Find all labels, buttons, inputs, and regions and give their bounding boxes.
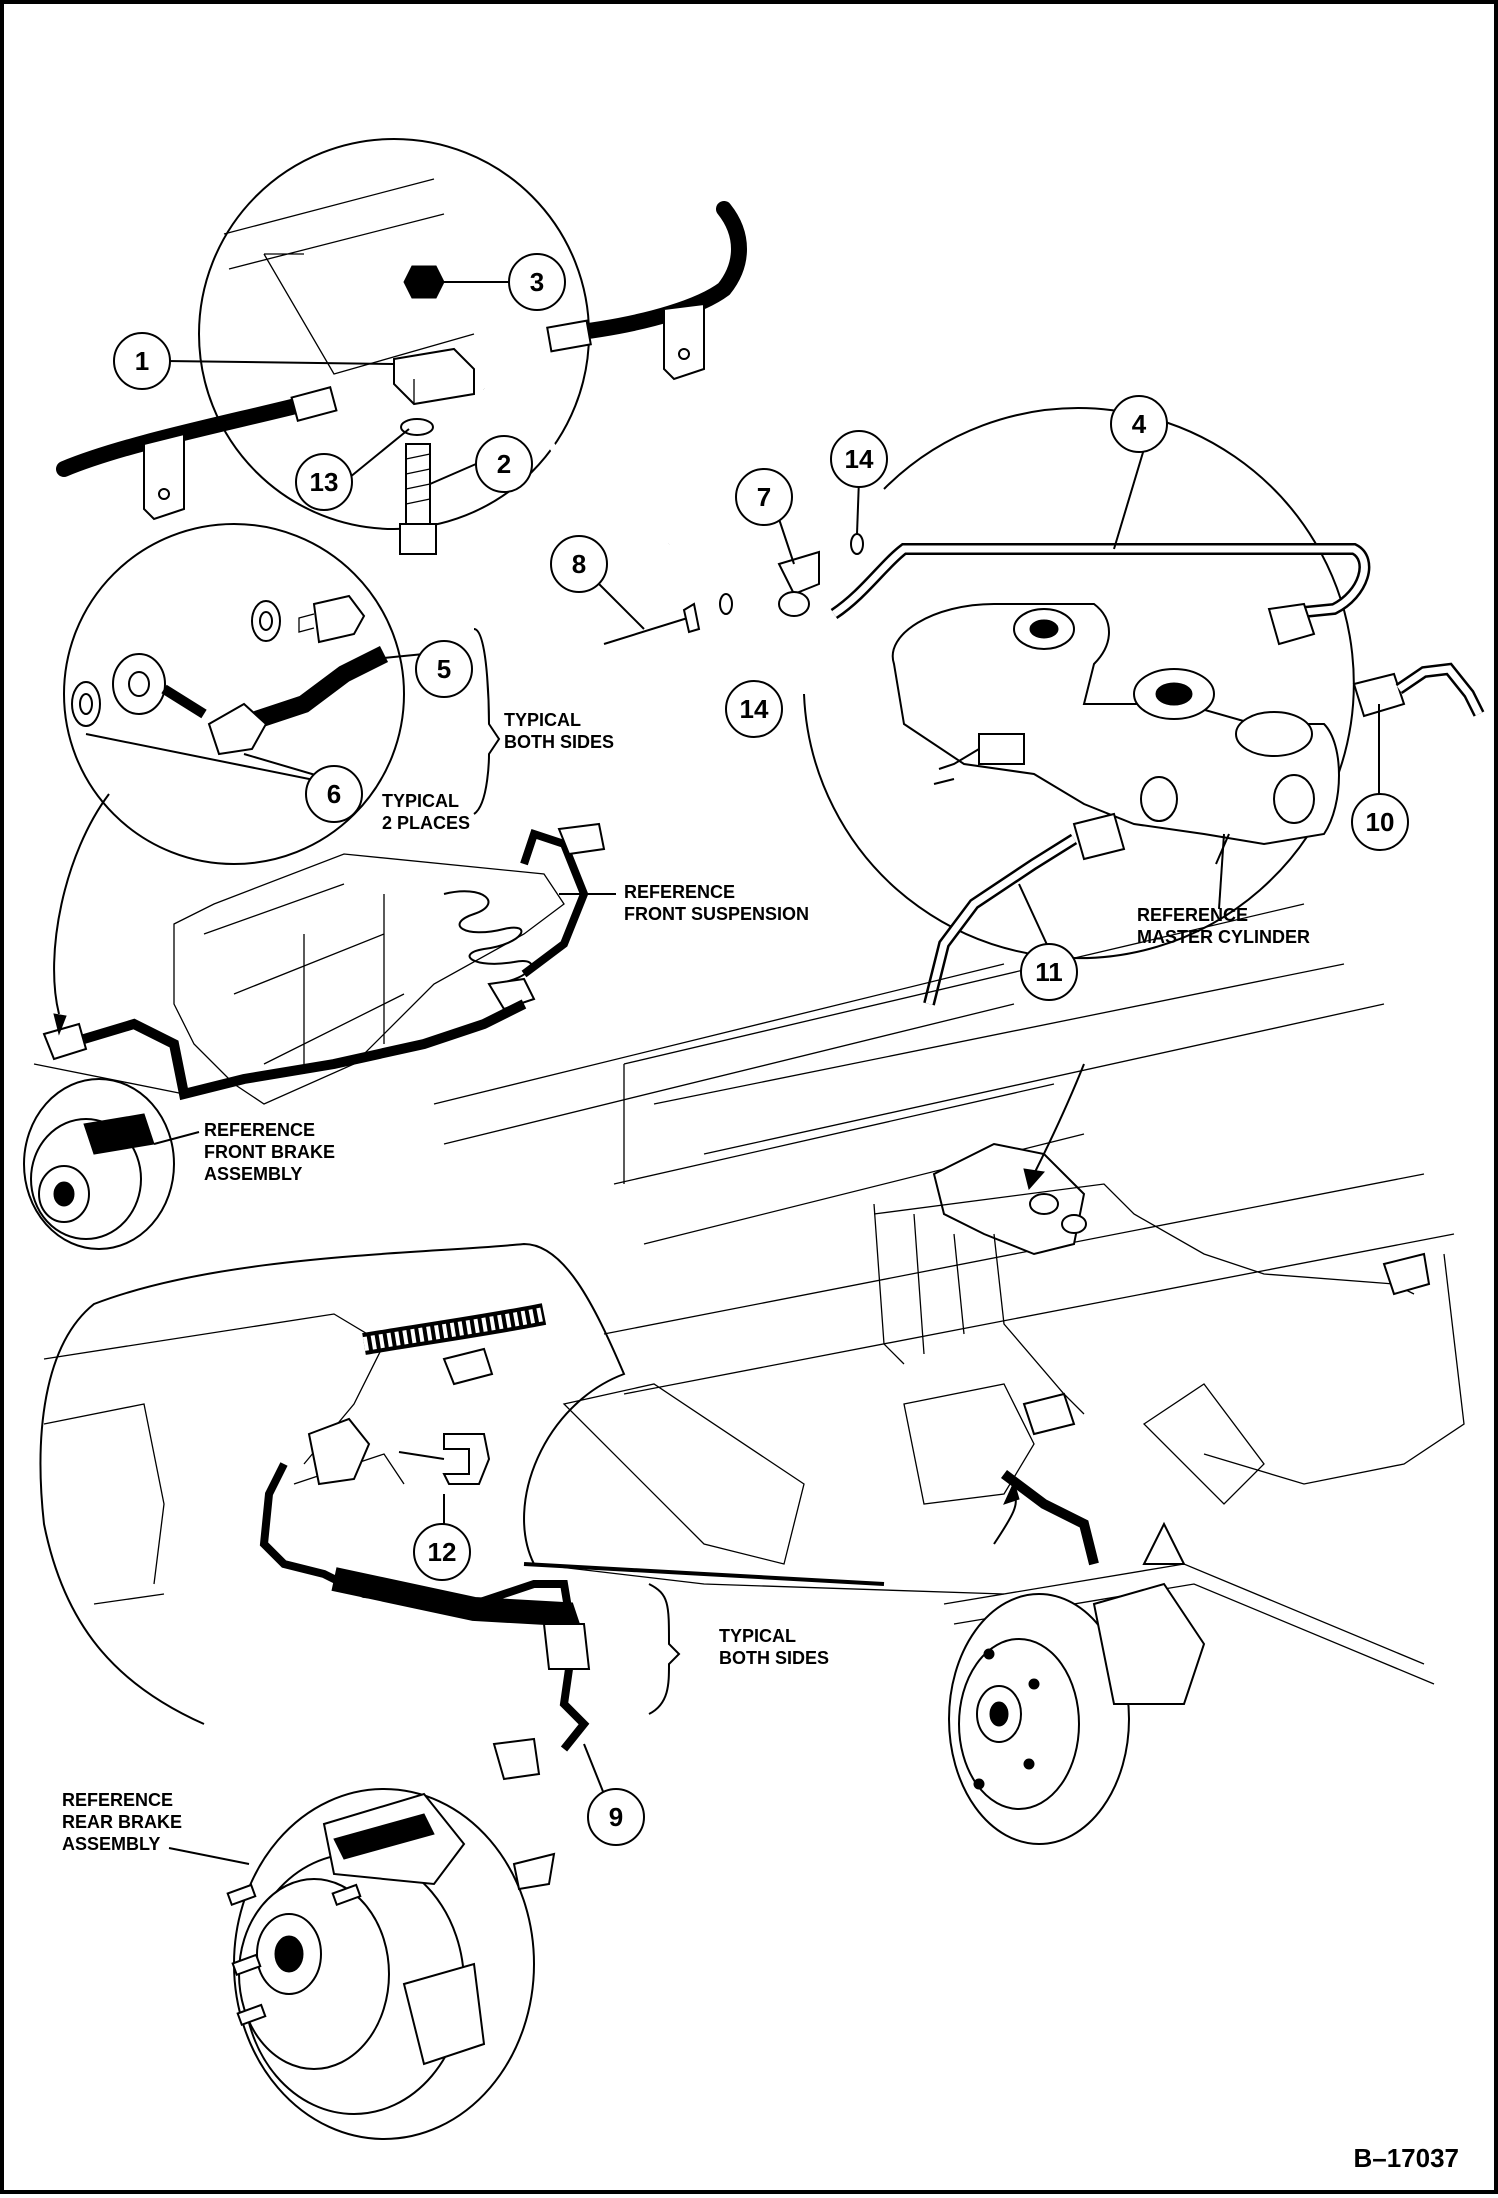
callout-14b: 14 <box>725 680 783 738</box>
banjo-bolt-detail <box>63 523 501 865</box>
svg-text:14: 14 <box>740 694 769 724</box>
frame-floor-lines <box>433 963 1085 1245</box>
svg-text:13: 13 <box>310 467 339 497</box>
callout-7: 7 <box>735 468 793 526</box>
svg-text:8: 8 <box>572 549 586 579</box>
right-hose-fitting <box>546 319 592 353</box>
rear-brake-hose <box>331 1567 586 1648</box>
svg-text:12: 12 <box>428 1537 457 1567</box>
callout-8: 8 <box>550 535 608 593</box>
master-cylinder-installed <box>873 1142 1431 1415</box>
fitting-tube-11 <box>1072 812 1126 861</box>
note-typical-both-sides-top: TYPICAL BOTH SIDES <box>504 710 614 752</box>
callout-3: 3 <box>508 253 566 311</box>
tee-nut <box>403 265 445 299</box>
right-hose-bracket <box>663 302 705 381</box>
rivet-washer-inner <box>719 593 733 615</box>
hose-union <box>307 1417 371 1486</box>
banjo-detail-circle <box>63 523 405 865</box>
typical-both-sides-brace <box>473 628 501 815</box>
svg-text:9: 9 <box>609 1802 623 1832</box>
right-brake-hose <box>556 201 747 342</box>
svg-text:2: 2 <box>497 449 511 479</box>
frame-rails <box>623 903 1385 1184</box>
svg-text:7: 7 <box>757 482 771 512</box>
front-brake-hose-run <box>82 999 527 1101</box>
callout-12: 12 <box>413 1523 471 1581</box>
callout-10: 10 <box>1351 793 1409 851</box>
brake-tee-block <box>393 347 475 406</box>
front-hose-end <box>42 1022 88 1061</box>
front-suspension-crossmember <box>173 853 565 1105</box>
banjo-bolt <box>312 594 366 644</box>
chassis-frame <box>173 853 1465 1685</box>
tee-washer <box>400 418 434 436</box>
banjo-hose <box>241 645 389 733</box>
rear-frame-rails <box>603 1173 1465 1485</box>
callout-11: 11 <box>1020 943 1078 1001</box>
tube-clip <box>777 550 820 596</box>
wheel-cylinder-fitting <box>492 1737 541 1781</box>
note-reference-front-suspension: REFERENCE FRONT SUSPENSION <box>624 882 809 924</box>
note-reference-front-brake: REFERENCE FRONT BRAKE ASSEMBLY <box>204 1120 340 1184</box>
front-suspension-brake-line <box>520 828 589 978</box>
right-rear-brake-drum <box>948 1521 1206 1845</box>
front-brake-drum <box>23 1078 175 1250</box>
note-reference-master-cylinder: REFERENCE MASTER CYLINDER <box>1137 905 1310 947</box>
note-reference-rear-brake: REFERENCE REAR BRAKE ASSEMBLY <box>62 1790 187 1854</box>
arrow-to-front-hose <box>53 793 110 1015</box>
arrow-to-master-cylinder <box>1033 1063 1085 1175</box>
left-brake-hose <box>56 396 312 477</box>
front-suspension-coil <box>443 890 536 1011</box>
banjo-hose-fitting <box>207 702 268 756</box>
svg-text:10: 10 <box>1366 807 1395 837</box>
svg-text:11: 11 <box>1035 957 1063 987</box>
tee-fitting-detail <box>56 138 747 555</box>
svg-text:14: 14 <box>845 444 874 474</box>
rear-crossover-tube <box>523 1562 885 1586</box>
rear-frame-section <box>562 1383 805 1565</box>
rear-hose-detail <box>39 1242 1005 1795</box>
fitting-tube-4 <box>1267 602 1316 646</box>
left-hose-fitting <box>290 386 338 422</box>
note-typical-both-sides-bottom: TYPICAL BOTH SIDES <box>719 1626 829 1668</box>
rivet-washer-outer <box>850 533 864 555</box>
brake-tube-4 <box>830 543 1371 619</box>
master-cylinder-body <box>891 603 1340 846</box>
left-hose-bracket <box>143 432 185 521</box>
brake-line-exploded-diagram: 1 2 3 4 5 6 7 8 9 10 11 12 <box>23 138 1485 2173</box>
svg-text:4: 4 <box>1132 409 1147 439</box>
callout-4: 4 <box>1110 395 1168 453</box>
master-cylinder-detail <box>598 407 1485 1006</box>
tee-bracket-lines <box>223 178 475 375</box>
svg-text:3: 3 <box>530 267 544 297</box>
left-rear-brake-assembly <box>168 1788 556 2140</box>
callout-2: 2 <box>475 435 533 493</box>
hose-retaining-clip <box>442 1433 491 1485</box>
fitting-tube-10 <box>1352 672 1406 718</box>
callout-14a: 14 <box>830 430 888 488</box>
callout-6: 6 <box>305 765 363 823</box>
callout-5: 5 <box>415 640 473 698</box>
right-rear-brake-hose <box>1001 1470 1099 1566</box>
note-typical-2-places: TYPICAL 2 PLACES <box>382 791 470 833</box>
callout-13: 13 <box>295 453 353 511</box>
pop-rivet <box>603 615 695 645</box>
svg-text:1: 1 <box>135 346 149 376</box>
document-id: B–17037 <box>1353 2143 1459 2173</box>
svg-text:5: 5 <box>437 654 451 684</box>
callout-9: 9 <box>587 1788 645 1846</box>
rear-hose-detail-outline <box>39 1242 626 1725</box>
rear-axle-mounts <box>903 1383 1265 1505</box>
callout-1: 1 <box>113 332 171 390</box>
svg-text:6: 6 <box>327 779 341 809</box>
brake-light-switch <box>978 733 1025 765</box>
